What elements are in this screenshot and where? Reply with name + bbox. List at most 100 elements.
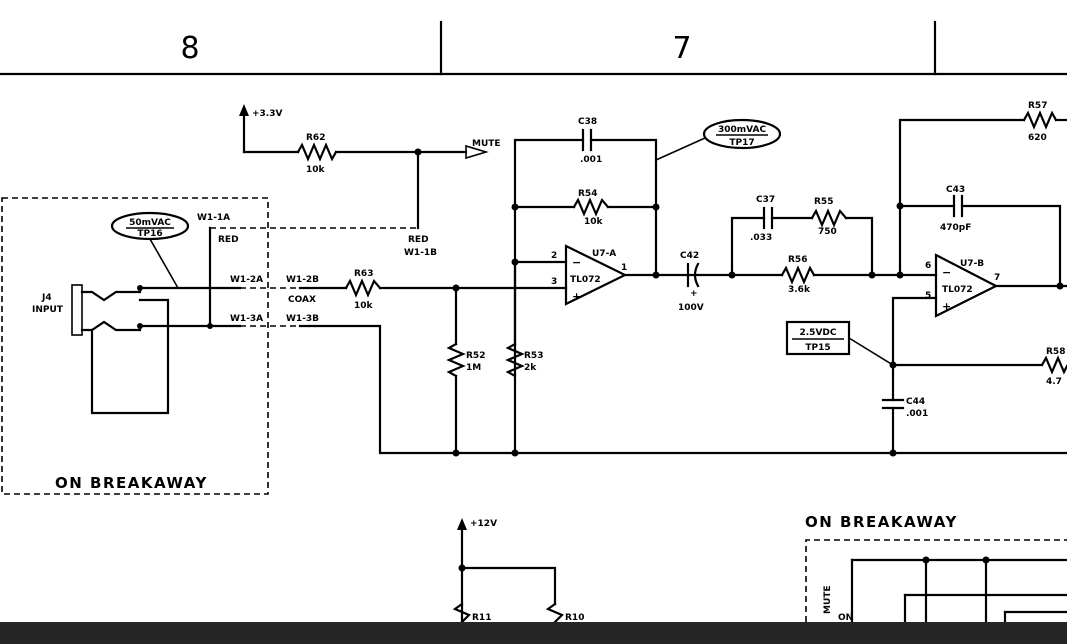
r62-value: 10k — [306, 165, 326, 175]
c42-ref: C42 — [680, 251, 699, 261]
c42-value: 100V — [678, 303, 704, 313]
r63-value: 10k — [354, 301, 374, 311]
u7b-plus: + — [942, 300, 951, 313]
coax-label: COAX — [288, 295, 316, 305]
power-label-12v: +12V — [470, 519, 497, 529]
tp17-name: TP17 — [729, 138, 754, 148]
red-wire-ref: W1-1B — [404, 248, 437, 258]
r58-value: 4.7 — [1046, 377, 1062, 387]
resistor-r57 — [1022, 110, 1058, 130]
u7a-plus: + — [572, 290, 581, 303]
breakaway-box-left: ON BREAKAWAY — [1, 197, 269, 495]
u7b-ref: U7-B — [960, 259, 984, 269]
wire-w1a: W1-1A — [197, 213, 230, 223]
c38-ref: C38 — [578, 117, 597, 127]
u7a-pin-2: 2 — [551, 251, 557, 261]
r11-ref: R11 — [472, 613, 491, 622]
mute-pin-label: MUTE — [823, 585, 833, 614]
r53-ref: R53 — [524, 351, 543, 361]
r57-value: 620 — [1028, 133, 1047, 143]
r62-ref: R62 — [306, 133, 325, 143]
resistor-r52 — [446, 342, 466, 378]
u7a-feedback: C38 .001 R54 10k R53 2k — [505, 117, 660, 455]
power-arrow-icon — [457, 518, 467, 530]
r10-ref: R10 — [565, 613, 584, 622]
power-label-3v3: +3.3V — [252, 109, 282, 119]
resistor-r62 — [296, 142, 338, 162]
resistor-r54 — [572, 197, 610, 217]
mute-label: MUTE — [472, 139, 501, 149]
resistor-r56 — [780, 265, 816, 285]
c44-ref: C44 — [906, 397, 925, 407]
testpoint-tp16: 50mVAC TP16 — [110, 211, 190, 289]
resistor-r55 — [810, 208, 848, 228]
power-12v-network: +12V R11 R10 — [452, 518, 584, 622]
r55-value: 750 — [818, 227, 837, 237]
resistor-r10 — [545, 602, 564, 622]
resistor-r53 — [505, 342, 525, 378]
red-label: RED — [408, 235, 429, 245]
breakaway-label-2: ON BREAKAWAY — [805, 513, 958, 531]
c43-value: 470pF — [940, 223, 971, 233]
mute-network: +3.3V R62 10k MUTE RED W1-1B — [239, 104, 501, 258]
tp16-value: 50mVAC — [129, 218, 171, 228]
opamp-u7b: − + TL072 U7-B 6 5 7 — [891, 253, 1067, 402]
tp15-name: TP15 — [805, 343, 830, 353]
schematic-diagram: 8 7 ON BREAKAWAY +3.3V R62 10k MUTE RED … — [0, 20, 1067, 622]
u7b-pin-6: 6 — [925, 261, 931, 271]
c43-ref: C43 — [946, 185, 965, 195]
u7a-ref: U7-A — [592, 249, 616, 259]
testpoint-tp17: 300mVAC TP17 — [655, 118, 782, 161]
r56-value: 3.6k — [788, 285, 811, 295]
u7b-minus: − — [942, 266, 951, 279]
wire-w2a: W1-2A — [230, 275, 263, 285]
bias-network: 2.5VDC TP15 R58 4.7 C44 .001 — [785, 320, 1067, 455]
tp15-value: 2.5VDC — [800, 328, 837, 338]
u7a-pin-1: 1 — [621, 263, 627, 273]
opamp-u7a-body — [564, 244, 628, 306]
jack-body-icon — [71, 284, 83, 336]
zone-8-label: 8 — [180, 31, 199, 66]
bottom-bar — [0, 622, 1067, 644]
u7a-pin-3: 3 — [551, 277, 557, 287]
u7b-part: TL072 — [942, 285, 973, 295]
stage2-network: C37 .033 R55 750 R56 3.6k — [728, 195, 938, 295]
c37-value: .033 — [750, 233, 772, 243]
breakaway-box-right: ON BREAKAWAY MUTE ON — [805, 513, 1067, 622]
c44-value: .001 — [906, 409, 928, 419]
r57-ref: R57 — [1028, 101, 1047, 111]
input-jack-j4: J4 INPUT — [32, 226, 242, 415]
cap-c42: C42 100V + — [678, 251, 704, 313]
u7a-minus: − — [572, 256, 581, 269]
opamp-u7a: − + TL072 U7-A 2 3 1 — [513, 244, 734, 306]
c42-polarity: + — [690, 289, 698, 299]
zone-header: 8 7 — [0, 20, 1067, 76]
r56-ref: R56 — [788, 255, 807, 265]
u7a-part: TL072 — [570, 275, 601, 285]
r58-ref: R58 — [1046, 347, 1065, 357]
r54-ref: R54 — [578, 189, 597, 199]
resistor-r58 — [1040, 355, 1067, 375]
resistor-r11 — [452, 602, 471, 622]
tp16-name: TP16 — [137, 229, 162, 239]
c38-value: .001 — [580, 155, 602, 165]
on-pin-label: ON — [838, 613, 853, 622]
wire-w2b: W1-2B — [286, 275, 319, 285]
u7b-pin-7: 7 — [994, 273, 1000, 283]
breakaway-label: ON BREAKAWAY — [55, 474, 208, 492]
red-label-2: RED — [218, 235, 239, 245]
wire-w3b: W1-3B — [286, 314, 319, 324]
resistor-r63 — [344, 278, 382, 298]
u7b-pin-5: 5 — [925, 291, 931, 301]
r54-value: 10k — [584, 217, 604, 227]
input-network: R63 10k R52 1M — [298, 269, 1067, 457]
j4-label: INPUT — [32, 305, 64, 315]
r52-ref: R52 — [466, 351, 485, 361]
power-arrow-icon — [239, 104, 249, 116]
j4-ref: J4 — [41, 293, 52, 303]
r53-value: 2k — [524, 363, 537, 373]
zone-7-label: 7 — [672, 31, 691, 66]
u7b-feedback: R57 620 C43 470pF — [896, 101, 1067, 288]
r52-value: 1M — [466, 363, 481, 373]
wire-w3a: W1-3A — [230, 314, 263, 324]
